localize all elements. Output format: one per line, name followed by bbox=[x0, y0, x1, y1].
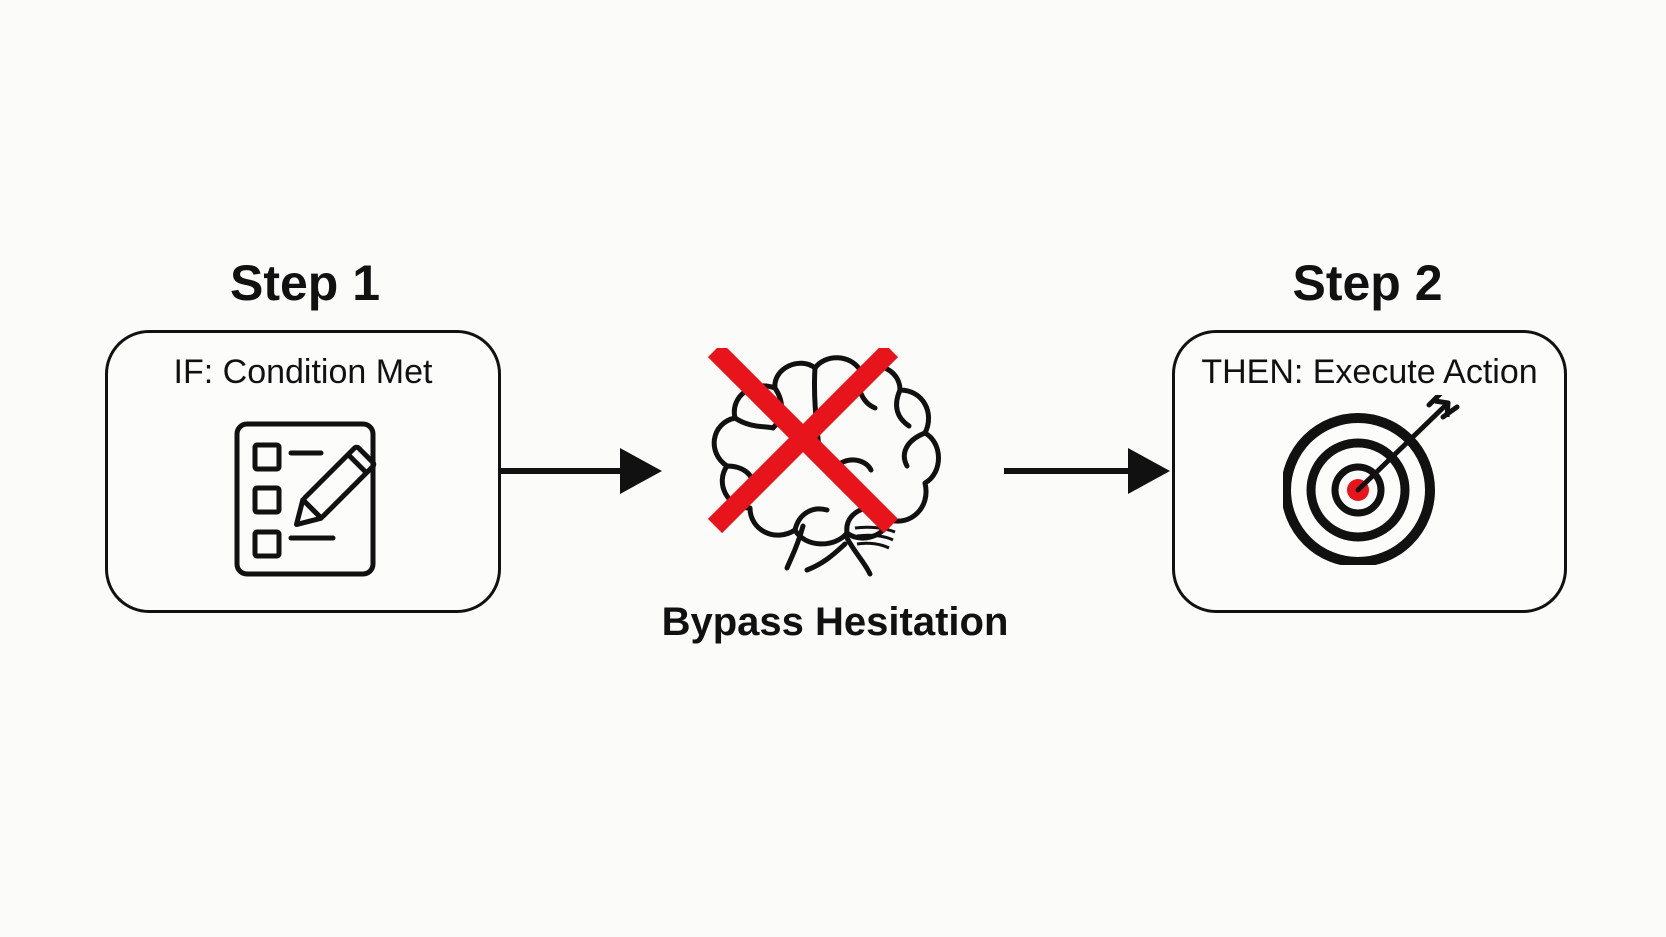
bypass-label: Bypass Hesitation bbox=[661, 600, 1009, 644]
condition-label: IF: Condition Met bbox=[173, 353, 433, 391]
brain-icon bbox=[707, 348, 941, 577]
action-label: THEN: Execute Action bbox=[1201, 353, 1538, 391]
arrow-right-icon bbox=[1004, 448, 1170, 494]
step1-title: Step 1 bbox=[229, 255, 381, 311]
target-icon bbox=[1283, 395, 1460, 565]
action-card: THEN: Execute Action bbox=[1172, 330, 1567, 613]
arrow-right-icon bbox=[500, 448, 662, 494]
condition-card: IF: Condition Met bbox=[105, 330, 501, 613]
checklist-icon bbox=[234, 421, 377, 577]
step2-title: Step 2 bbox=[1292, 255, 1443, 311]
